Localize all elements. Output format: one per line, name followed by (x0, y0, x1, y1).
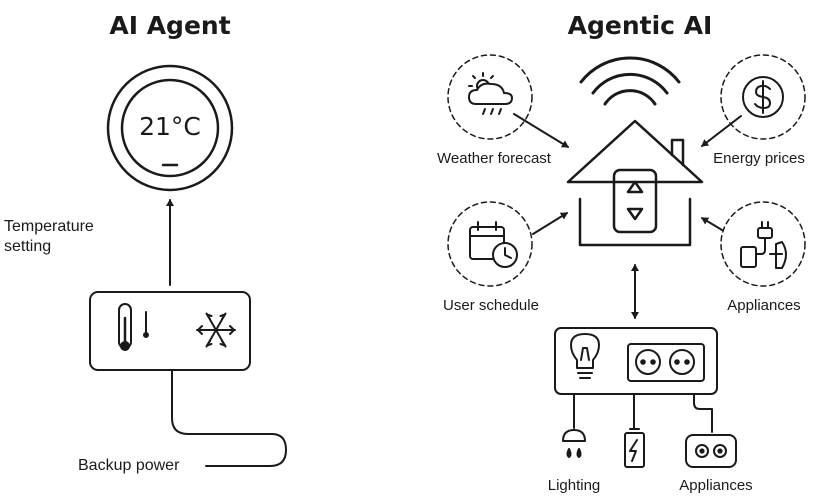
thermostat-reading: 21°C (139, 112, 201, 141)
appliances-input-label: Appliances (727, 297, 801, 314)
temperature-setting-label-line1: Temperature (4, 218, 94, 235)
thermometer-icon (118, 303, 149, 351)
temperature-setting-label: Temperature setting (4, 217, 94, 257)
temperature-setting-label-line2: setting (4, 238, 52, 255)
energy-prices-label: Energy prices (713, 150, 805, 167)
backup-power-label: Backup power (78, 457, 180, 474)
appliances-output-label: Appliances (679, 477, 753, 494)
socket-icon (685, 434, 737, 468)
weather-forecast-label: Weather forecast (437, 150, 551, 167)
wifi-icon (579, 56, 681, 106)
agentic-ai-title: Agentic AI (567, 11, 713, 40)
controller-box (89, 291, 251, 371)
output-panel (554, 327, 718, 433)
weather-forecast-bubble (447, 54, 569, 148)
plug-icon (740, 221, 787, 269)
smart-home (566, 119, 704, 247)
bulb-icon (570, 333, 600, 379)
lighting-label: Lighting (547, 477, 601, 494)
lamp-icon (562, 429, 586, 458)
user-schedule-label: User schedule (443, 297, 539, 314)
appliances-input-bubble (701, 201, 806, 287)
ai-agent-title: AI Agent (109, 11, 231, 40)
calendar-clock-icon (469, 221, 518, 268)
energy-prices-bubble (701, 54, 806, 147)
user-schedule-bubble (447, 201, 568, 287)
double-socket-icon (627, 343, 705, 382)
snowflake-icon (196, 312, 236, 348)
weather-cloud-sun-rain-icon (468, 72, 513, 115)
thermostat (106, 64, 234, 192)
battery-icon (624, 428, 645, 468)
backup-power-cable (171, 369, 287, 467)
